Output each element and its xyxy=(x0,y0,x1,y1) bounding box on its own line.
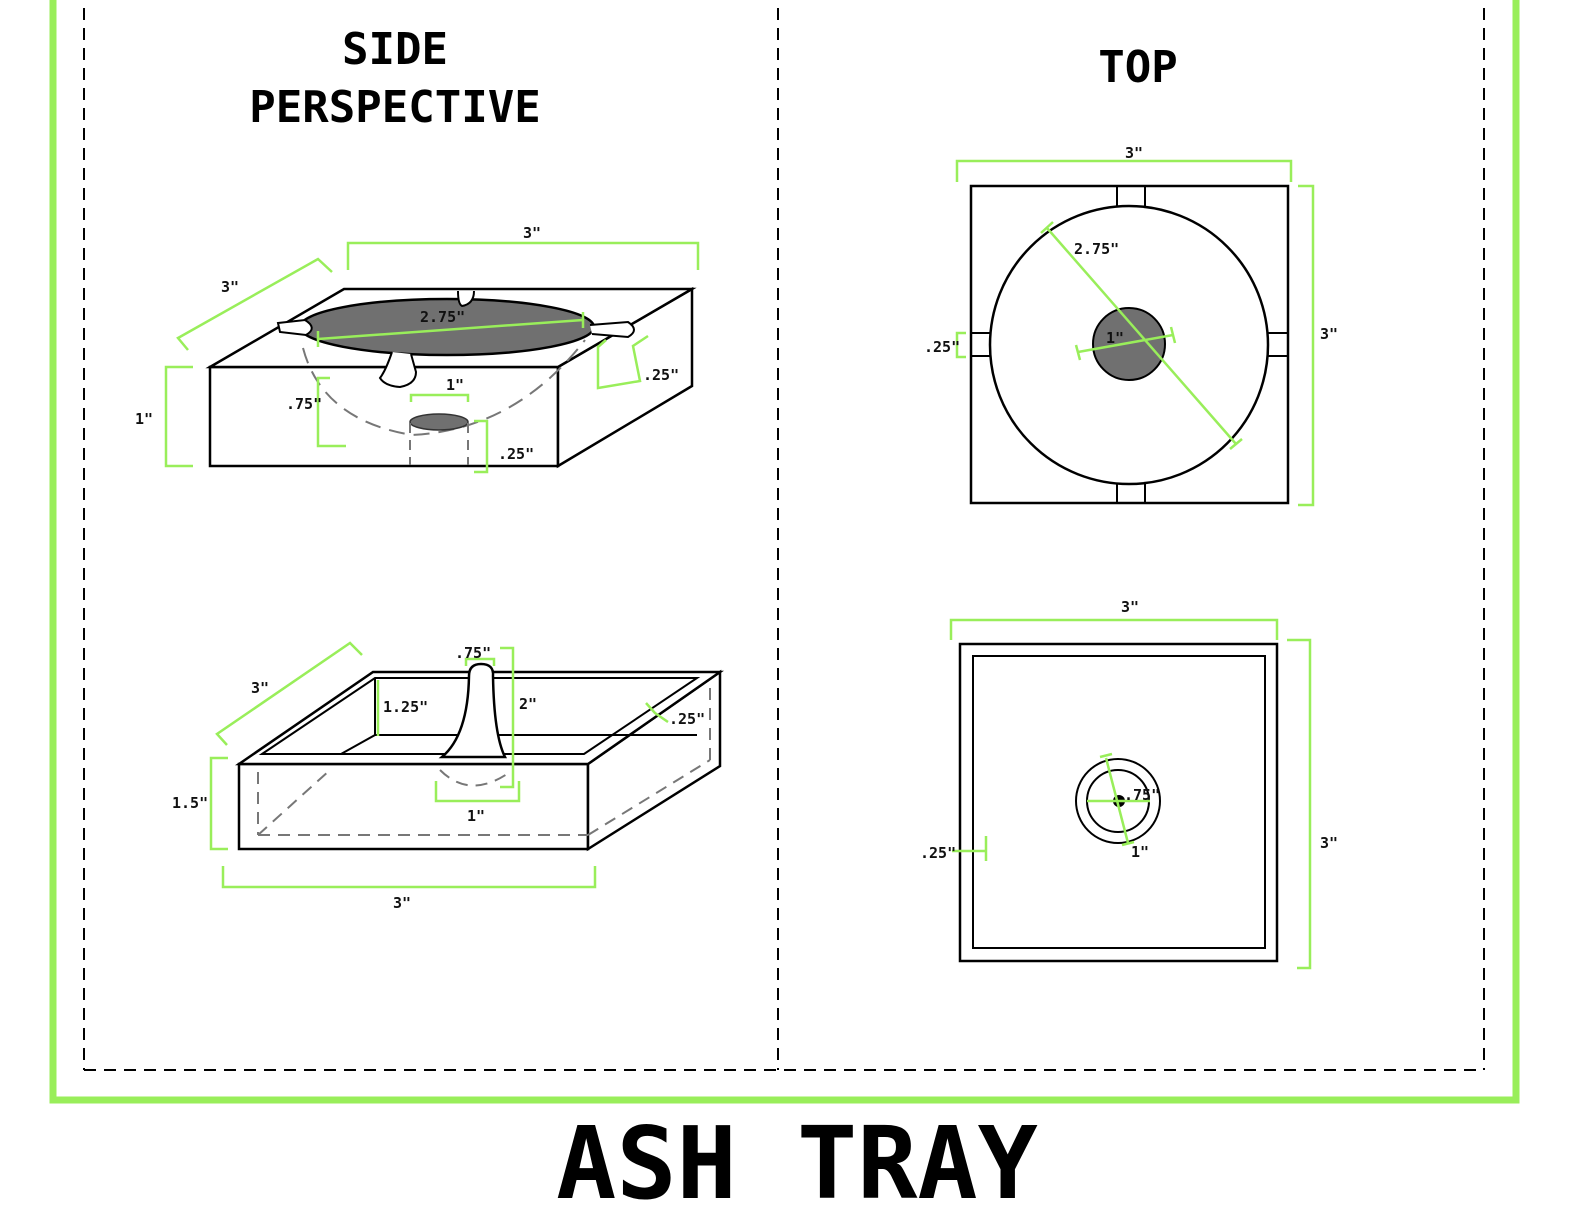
dim-top-height xyxy=(1298,184,1315,507)
side-heading-line2: PERSPECTIVE xyxy=(249,82,540,133)
top-upper-view: 3" 3" 2.75" 1" .25" xyxy=(924,144,1338,507)
dim-top-width xyxy=(955,159,1293,182)
open-tray-front xyxy=(237,762,590,851)
label-post-height: .25" xyxy=(498,445,534,463)
dim-height-lower xyxy=(209,756,228,851)
label-bowl-diameter: 2.75" xyxy=(420,308,465,326)
drawing-title: ASH TRAY xyxy=(556,1105,1038,1222)
notch-front xyxy=(378,351,418,389)
dashed-frame xyxy=(83,8,1485,1071)
dim-top-center xyxy=(1077,333,1174,354)
label-post-base: 1" xyxy=(467,807,485,825)
label-lower-width: 3" xyxy=(1121,598,1139,616)
label-height-lower: 1.5" xyxy=(172,794,208,812)
side-heading-line1: SIDE xyxy=(342,24,448,75)
label-ring-outer: 1" xyxy=(1131,843,1149,861)
dim-wall xyxy=(645,702,669,724)
label-height: 1" xyxy=(135,410,153,428)
dim-lower-height xyxy=(1287,638,1312,970)
label-top-center: 1" xyxy=(1106,329,1124,347)
dim-bowl-depth xyxy=(316,376,346,448)
label-lower-height: 3" xyxy=(1320,834,1338,852)
dim-depth xyxy=(176,257,333,351)
dim-ring-outer xyxy=(1104,757,1130,844)
label-width: 3" xyxy=(523,224,541,242)
label-notch: .25" xyxy=(643,366,679,384)
dim-bowl-diameter xyxy=(317,318,584,341)
top-notches xyxy=(971,186,1288,503)
label-lower-wall: .25" xyxy=(920,844,956,862)
label-inner-depth: 1.25" xyxy=(383,698,428,716)
notch-back xyxy=(457,290,475,308)
dim-lower-width xyxy=(949,618,1279,640)
dim-post-diameter xyxy=(409,393,470,402)
top-heading: TOP xyxy=(1098,42,1177,93)
notch-right xyxy=(589,320,635,339)
dim-notch xyxy=(596,334,649,390)
label-depth-lower: 3" xyxy=(251,679,269,697)
dim-post-top xyxy=(464,657,496,666)
center-post xyxy=(438,662,508,759)
dim-width-lower xyxy=(221,866,597,889)
side-lower-view: 3" 1.5" 3" 1.25" .75" 2" 1" .25" xyxy=(172,641,724,912)
label-bowl-depth: .75" xyxy=(286,395,322,413)
dim-post-height xyxy=(474,419,489,474)
label-top-bowl: 2.75" xyxy=(1074,240,1119,258)
label-depth: 3" xyxy=(221,278,239,296)
dim-top-bowl xyxy=(1046,227,1237,445)
label-top-width: 3" xyxy=(1125,144,1143,162)
label-top-height: 3" xyxy=(1320,325,1338,343)
dim-top-notch xyxy=(955,331,966,359)
label-ring-inner: .75" xyxy=(1124,786,1160,804)
label-post-top: .75" xyxy=(455,644,491,662)
label-post-height-lower: 2" xyxy=(519,695,537,713)
sheet-border xyxy=(49,0,1520,1104)
dim-width xyxy=(346,241,700,270)
label-post-diameter: 1" xyxy=(446,376,464,394)
dim-height xyxy=(164,365,193,468)
label-top-notch: .25" xyxy=(924,338,960,356)
top-lower-view: 3" 3" .25" .75" 1" xyxy=(920,598,1338,970)
label-width-lower: 3" xyxy=(393,894,411,912)
side-upper-view: 3" 3" 1" 2.75" .75" .25" 1" .25" xyxy=(135,224,700,474)
dim-post-height-lower xyxy=(500,646,515,789)
dim-depth-lower xyxy=(215,641,363,746)
notch-left xyxy=(276,318,313,337)
dim-post-base xyxy=(434,781,521,803)
label-wall-lower: .25" xyxy=(669,710,705,728)
dim-lower-wall xyxy=(952,836,988,861)
post-top xyxy=(409,413,469,431)
